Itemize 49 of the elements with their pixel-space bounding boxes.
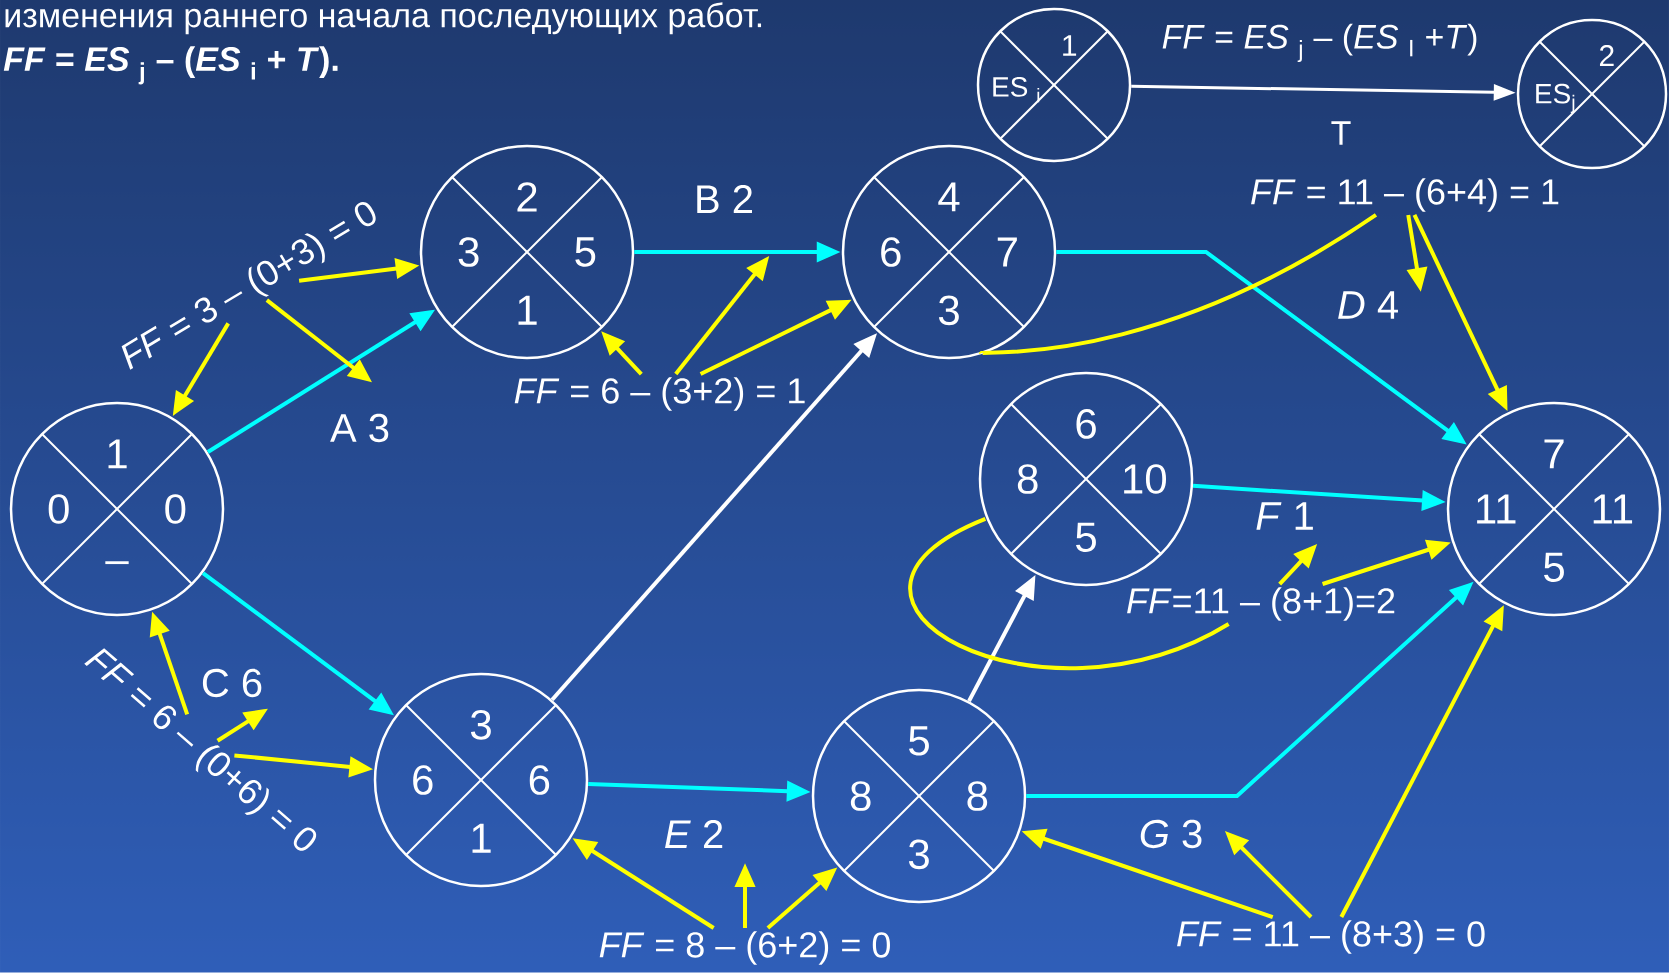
connector-line — [908, 517, 1230, 670]
event-number: 6 — [881, 237, 901, 267]
edge-label: B 2 — [697, 185, 752, 213]
event-number: 11 — [1477, 494, 1516, 524]
edge-label: E 2 — [665, 820, 723, 848]
edge-label: FF = ES $_{j}$ – (ES $_{I}$ +T) — [1162, 23, 1477, 63]
event-number: 8 — [850, 781, 871, 811]
event-number: 6 — [529, 765, 550, 795]
edge-label: C 6 — [202, 668, 262, 698]
event-number: 10 — [1124, 464, 1167, 494]
event-number: 0 — [48, 494, 69, 524]
event-number: 3 — [470, 710, 491, 740]
edge-label: A 3 — [330, 413, 389, 443]
caption-text: изменения раннего начала последующих работ. — [5, 2, 762, 35]
event-number: 3 — [908, 839, 929, 870]
event-number: 2 — [1600, 45, 1614, 66]
edge-label: D 4 — [1338, 291, 1398, 319]
event-number: 5 — [1076, 522, 1096, 552]
event-number: 0 — [165, 494, 186, 524]
formula-text: FF = 8 – (6+2) = 0 — [599, 931, 890, 965]
event-number: 5 — [1544, 552, 1564, 582]
caption-text: FF = ES $_{j}$ – (ES $_{i}$ + T). — [3, 46, 338, 85]
event-number: 1 — [472, 823, 491, 853]
caption-text: T — [1331, 121, 1351, 145]
event-number: 6 — [413, 765, 433, 795]
formula-text: FF=11 – (8+1)=2 — [1127, 587, 1395, 621]
event-number: – — [105, 561, 129, 565]
event-number: 7 — [997, 237, 1017, 267]
formula-text: FF = 11 – (6+4) = 1 — [1251, 178, 1559, 212]
event-number: 8 — [1017, 464, 1038, 494]
edge-label: F 1 — [1256, 502, 1313, 530]
formula-text: FF = 6 – (3+2) = 1 — [514, 377, 805, 411]
event-number: 5 — [909, 726, 929, 756]
event-number: 1 — [108, 439, 127, 469]
event-number: ES$_{j}$ — [1536, 83, 1575, 113]
event-number: 5 — [575, 237, 596, 267]
event-number: 7 — [1544, 439, 1564, 469]
event-number: 6 — [1076, 409, 1096, 439]
edge-label: G 3 — [1140, 819, 1202, 849]
event-number: 11 — [1593, 494, 1633, 524]
event-number: 1 — [1063, 35, 1077, 56]
event-number: 1 — [518, 295, 537, 325]
event-number: 2 — [517, 182, 537, 212]
event-number: 4 — [938, 182, 960, 212]
event-number: 3 — [938, 295, 959, 326]
event-number: 8 — [967, 781, 988, 811]
connector-line — [980, 213, 1378, 356]
formula-text: FF = 11 – (8+3) = 0 — [1177, 920, 1485, 954]
event-number: 3 — [458, 237, 479, 267]
